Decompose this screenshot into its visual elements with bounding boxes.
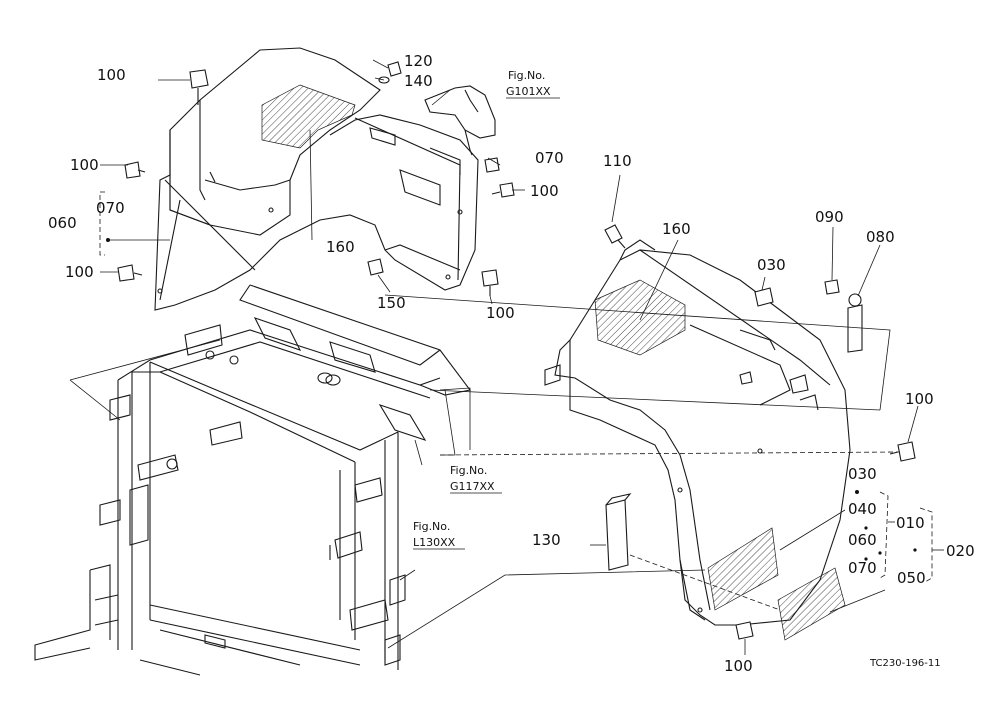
fig-ref-code-g117: G117XX [450,480,495,493]
callout-020: 020 [946,542,975,560]
callout-030-right-top: 030 [757,256,786,274]
fig-ref-code-l130: L130XX [413,536,456,549]
right-fender [544,239,851,626]
callout-110: 110 [603,152,632,170]
callout-160-right: 160 [662,220,691,238]
callout-060-left: 060 [48,214,77,232]
callout-100-left-lower: 100 [65,263,94,281]
leader-lines [99,59,944,655]
callout-100-top-left: 100 [97,66,126,84]
callout-100-bottom: 100 [724,657,753,675]
fig-ref-label-l130: Fig.No. [413,520,450,533]
reference-dots [106,238,917,555]
fig-ref-code-g101: G101XX [506,85,551,98]
right-hardware [604,224,916,641]
callout-040: 040 [848,500,877,518]
figure-references: Fig.No. G101XX Fig.No. G117XX Fig.No. L1… [413,69,560,550]
cab-frame [34,284,471,676]
callout-030-right: 030 [848,465,877,483]
callout-100-right: 100 [905,390,934,408]
callout-160-left: 160 [326,238,355,256]
callout-060-right: 060 [848,531,877,549]
callout-150: 150 [377,294,406,312]
callout-130: 130 [532,531,561,549]
callout-090: 090 [815,208,844,226]
callout-100-center-lower: 100 [486,304,515,322]
callout-140: 140 [404,72,433,90]
fig-ref-label-g101: Fig.No. [508,69,545,82]
fig-ref-label-g117: Fig.No. [450,464,487,477]
drawing-code: TC230-196-11 [869,658,941,669]
callout-labels: 100 120 140 100 060 070 100 160 070 100 … [48,52,975,675]
callout-050: 050 [897,569,926,587]
callout-010: 010 [896,514,925,532]
label-separators [864,526,868,561]
callout-070-right: 070 [848,559,877,577]
callout-080: 080 [866,228,895,246]
left-hardware [117,61,515,296]
left-fender [154,47,479,311]
callout-070-center: 070 [535,149,564,167]
callout-100-left-upper: 100 [70,156,99,174]
callout-100-center: 100 [530,182,559,200]
callout-070-left: 070 [96,199,125,217]
callout-120: 120 [404,52,433,70]
